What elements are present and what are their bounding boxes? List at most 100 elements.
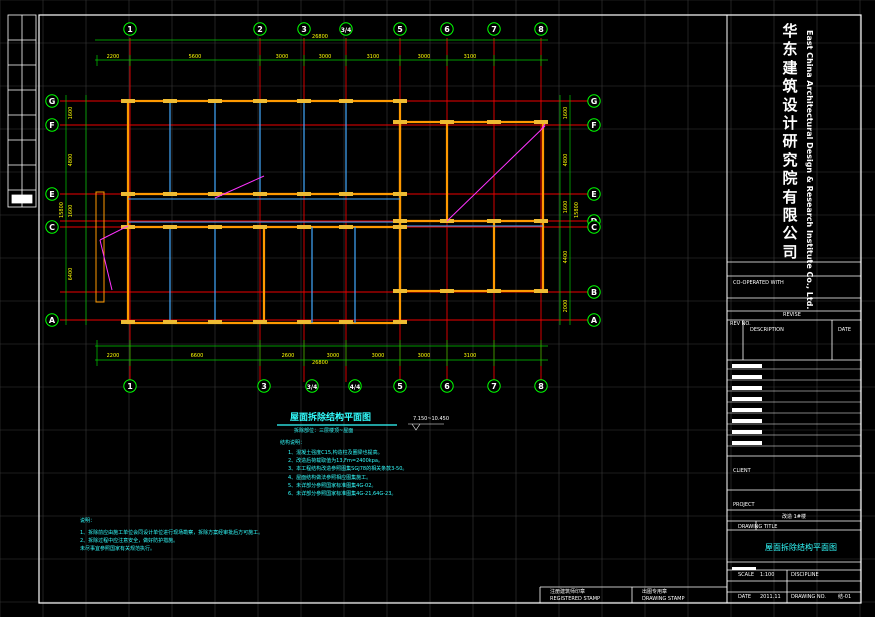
titleblock-row-fill — [732, 408, 762, 412]
column-pad — [393, 225, 407, 229]
axis-bubble-left-circle — [45, 94, 59, 108]
stamp1-cn: 注册建筑师印章 — [550, 589, 586, 595]
axis-bubble-left-circle — [45, 118, 59, 132]
dim-bottom-label: 6600 — [191, 353, 204, 359]
dim-top-label: 3000 — [276, 54, 289, 60]
axis-bubble-top-circle — [297, 22, 311, 36]
column-pad — [121, 225, 135, 229]
axis-bubble-bottom-circle — [440, 379, 454, 393]
note-item: 2、改造后荷载取值为13,Fm=2400kpa。 — [288, 458, 383, 465]
stamp-boxes — [539, 586, 727, 603]
axis-bubble-right-label: E — [591, 190, 596, 199]
axis-bubble-right-label: C — [591, 223, 597, 232]
axis-bubble-right-circle — [587, 118, 601, 132]
title-block-table-rows — [727, 368, 861, 447]
dim-top-label: 3100 — [464, 54, 477, 60]
axis-bubble-top-circle — [440, 22, 454, 36]
titleblock-row-fill — [732, 430, 762, 434]
column-pad — [297, 225, 311, 229]
column-pad — [393, 219, 407, 223]
axis-bubble-bottom-label: 1 — [127, 382, 133, 391]
drawing-title: 屋面拆除结构平面图 — [765, 543, 837, 552]
tie-line — [99, 239, 113, 291]
notes2-heading: 说明： — [80, 518, 96, 524]
column-pad — [534, 289, 548, 293]
notes-heading: 结构说明： — [280, 440, 306, 446]
drawing-border — [38, 14, 862, 604]
axis-bubble-left-label: A — [49, 316, 56, 325]
dim-bottom-label: 3000 — [327, 353, 340, 359]
axis-bubble-bottom-circle — [348, 379, 362, 393]
axis-bubble-bottom-label: 3 — [261, 382, 267, 391]
balcony-outline — [95, 191, 105, 303]
dim-bottom-label: 3000 — [372, 353, 385, 359]
structure-walls — [95, 99, 548, 325]
column-pad — [121, 99, 135, 103]
plan-elevation: 7.150~10.450 — [413, 416, 449, 422]
scale-label: SCALE — [738, 572, 755, 578]
axis-bubble-bottom-circle — [305, 379, 319, 393]
note-item: 6、未详部分参照国家标准图集4G-21,64G-23。 — [288, 491, 397, 497]
left-margin-strip — [7, 14, 37, 208]
axis-bubble-top-circle — [487, 22, 501, 36]
dim-bottom-label: 2200 — [107, 353, 120, 359]
axis-bubble-right-circle — [587, 313, 601, 327]
tie-line — [540, 123, 546, 131]
axis-bubble-left-circle — [45, 220, 59, 234]
note-item: 4、屋面结构做法参照相应图集施工。 — [288, 474, 372, 481]
note2-item: 未尽事宜参照国家有关规范执行。 — [80, 546, 156, 552]
axis-bubble-top-label: 1 — [127, 25, 133, 34]
dim-top-label: 3000 — [319, 54, 332, 60]
column-pad — [253, 225, 267, 229]
axis-bubble-right-circle — [587, 220, 601, 234]
dim-left-total: 15800 — [59, 202, 65, 218]
plan-subtitle: 拆除部位：三层楼顶~屋面 — [294, 428, 354, 434]
drawing-no-label: DRAWING NO. — [791, 594, 826, 600]
axis-bubble-left-circle — [45, 187, 59, 201]
column-pad — [393, 120, 407, 124]
axis-bubble-bottom-label: 3/4 — [307, 384, 318, 391]
axis-bubble-left-label: G — [49, 97, 56, 106]
axis-bubble-left-label: C — [49, 223, 55, 232]
axis-bubble-right-label: A — [591, 316, 598, 325]
scale-value: 1:100 — [760, 572, 775, 578]
dim-bottom-label: 3100 — [464, 353, 477, 359]
column-pad — [393, 192, 407, 196]
axis-bubble-left-label: F — [49, 121, 54, 130]
axis-bubble-bottom-circle — [123, 379, 137, 393]
dim-right-label: 4400 — [563, 251, 569, 264]
stamp2-en: DRAWING STAMP — [642, 596, 685, 602]
axis-bubble-bottom-label: 8 — [538, 382, 544, 391]
axis-bubble-bottom-label: 7 — [491, 382, 497, 391]
dimension-lines — [65, 39, 571, 366]
stamp2-cn: 出图专用章 — [642, 589, 668, 595]
axis-bubble-top-circle — [123, 22, 137, 36]
tie-line — [214, 175, 265, 199]
drawing-title-label: DRAWING TITLE — [738, 524, 778, 530]
axis-bubble-top-circle — [339, 22, 353, 36]
column-pad — [297, 320, 311, 324]
rev-no-label: REV NO. — [730, 321, 751, 327]
column-pad — [297, 192, 311, 196]
dim-top-label: 3000 — [418, 54, 431, 60]
dim-left-label: 1600 — [68, 205, 74, 218]
note2-item: 1、拆除前应由施工单位会同设计单位进行现场勘察，拆除方案经审批后方可施工。 — [80, 530, 264, 536]
company-name-cn: 华东建筑设计研究院有限公司 — [782, 22, 798, 261]
column-pad — [393, 320, 407, 324]
note-item: 1、混凝土强度C15,构造柱及圈梁也提高。 — [288, 450, 383, 456]
cooperated-label: CO-OPERATED WITH — [733, 280, 784, 286]
axis-bubble-top-circle — [253, 22, 267, 36]
dim-top-label: 3100 — [367, 54, 380, 60]
discipline-label: DISCIPLINE — [791, 572, 819, 578]
column-pad — [487, 289, 501, 293]
axis-bubble-right-label: G — [591, 97, 598, 106]
project-label: PROJECT — [733, 502, 755, 508]
column-pad — [297, 99, 311, 103]
dim-top-total: 26800 — [312, 34, 328, 40]
column-pad — [393, 99, 407, 103]
axis-lines — [60, 38, 590, 382]
column-pad — [487, 219, 501, 223]
dim-right-label: 1600 — [563, 201, 569, 214]
